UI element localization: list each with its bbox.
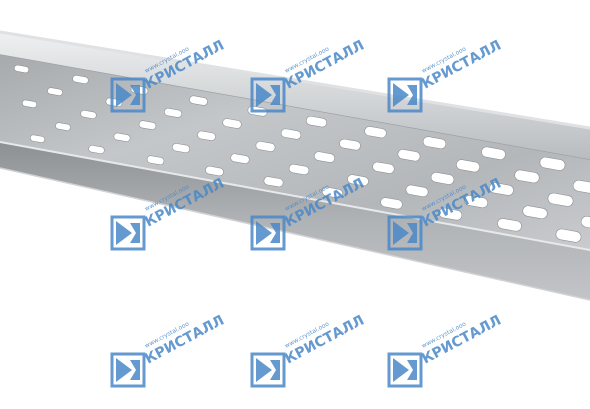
tray-bottom-edge [0,167,590,301]
perforation-hole [230,153,250,164]
perforation-hole [497,218,522,232]
perforation-hole [372,161,395,174]
tray-back-rim-edge [0,30,590,130]
perforation-hole [288,163,310,175]
perforation-hole [539,156,566,171]
kristall-logo-icon [250,215,286,251]
tray-front-side [0,142,590,300]
perforation-hole [430,172,455,185]
perforation-hole [489,182,514,196]
perforation-hole [263,176,284,188]
perforation-hole [72,75,89,84]
perforation-hole [13,64,30,74]
perforation-hole [205,165,224,177]
perforation-hole [364,126,387,139]
perforation-hole [163,107,183,118]
tray-front-edge [0,141,590,251]
perforation-hole [397,149,421,162]
perforation-hole [313,151,336,163]
kristall-logo-icon [250,352,286,388]
perforation-hole [555,228,582,243]
perforation-hole [405,184,429,198]
perforation-hole [481,146,506,160]
kristall-logo-icon [110,352,146,388]
perforation-hole [55,122,71,131]
perforation-hole [138,120,157,130]
kristall-logo-icon [110,215,146,251]
perforation-hole [88,145,105,154]
tray-top-surface [0,55,590,250]
perforation-hole [255,141,276,152]
perforation-hole [464,195,488,209]
perforation-hole [21,99,38,109]
perforation-hole [305,115,328,128]
kristall-logo-icon [387,77,423,113]
kristall-logo-icon [387,215,423,251]
perforation-hole [347,174,369,187]
perforation-hole [438,207,463,221]
perforation-hole [522,205,548,220]
perforation-hole [422,136,447,150]
perforation-hole [146,155,165,166]
perforation-hole [572,179,590,195]
perforation-hole [171,143,191,153]
kristall-logo-icon [387,352,423,388]
perforation-hole [580,215,590,231]
perforation-hole [321,186,343,199]
perforation-hole [189,95,208,106]
perforation-hole [80,110,97,119]
perforation-hole [197,130,216,141]
perforation-hole [456,159,480,173]
perforation-hole [380,197,403,210]
perforation-hole [547,192,574,207]
perforation-hole [514,169,540,184]
perforation-hole [47,87,63,96]
kristall-logo-icon [110,77,146,113]
tray-back-rim [0,32,590,160]
perforation-hole [280,128,302,140]
perforation-hole [29,134,46,143]
perforation-hole [339,138,361,151]
perforation-hole [222,118,242,129]
kristall-logo-icon [250,77,286,113]
perforation-hole [113,132,131,142]
